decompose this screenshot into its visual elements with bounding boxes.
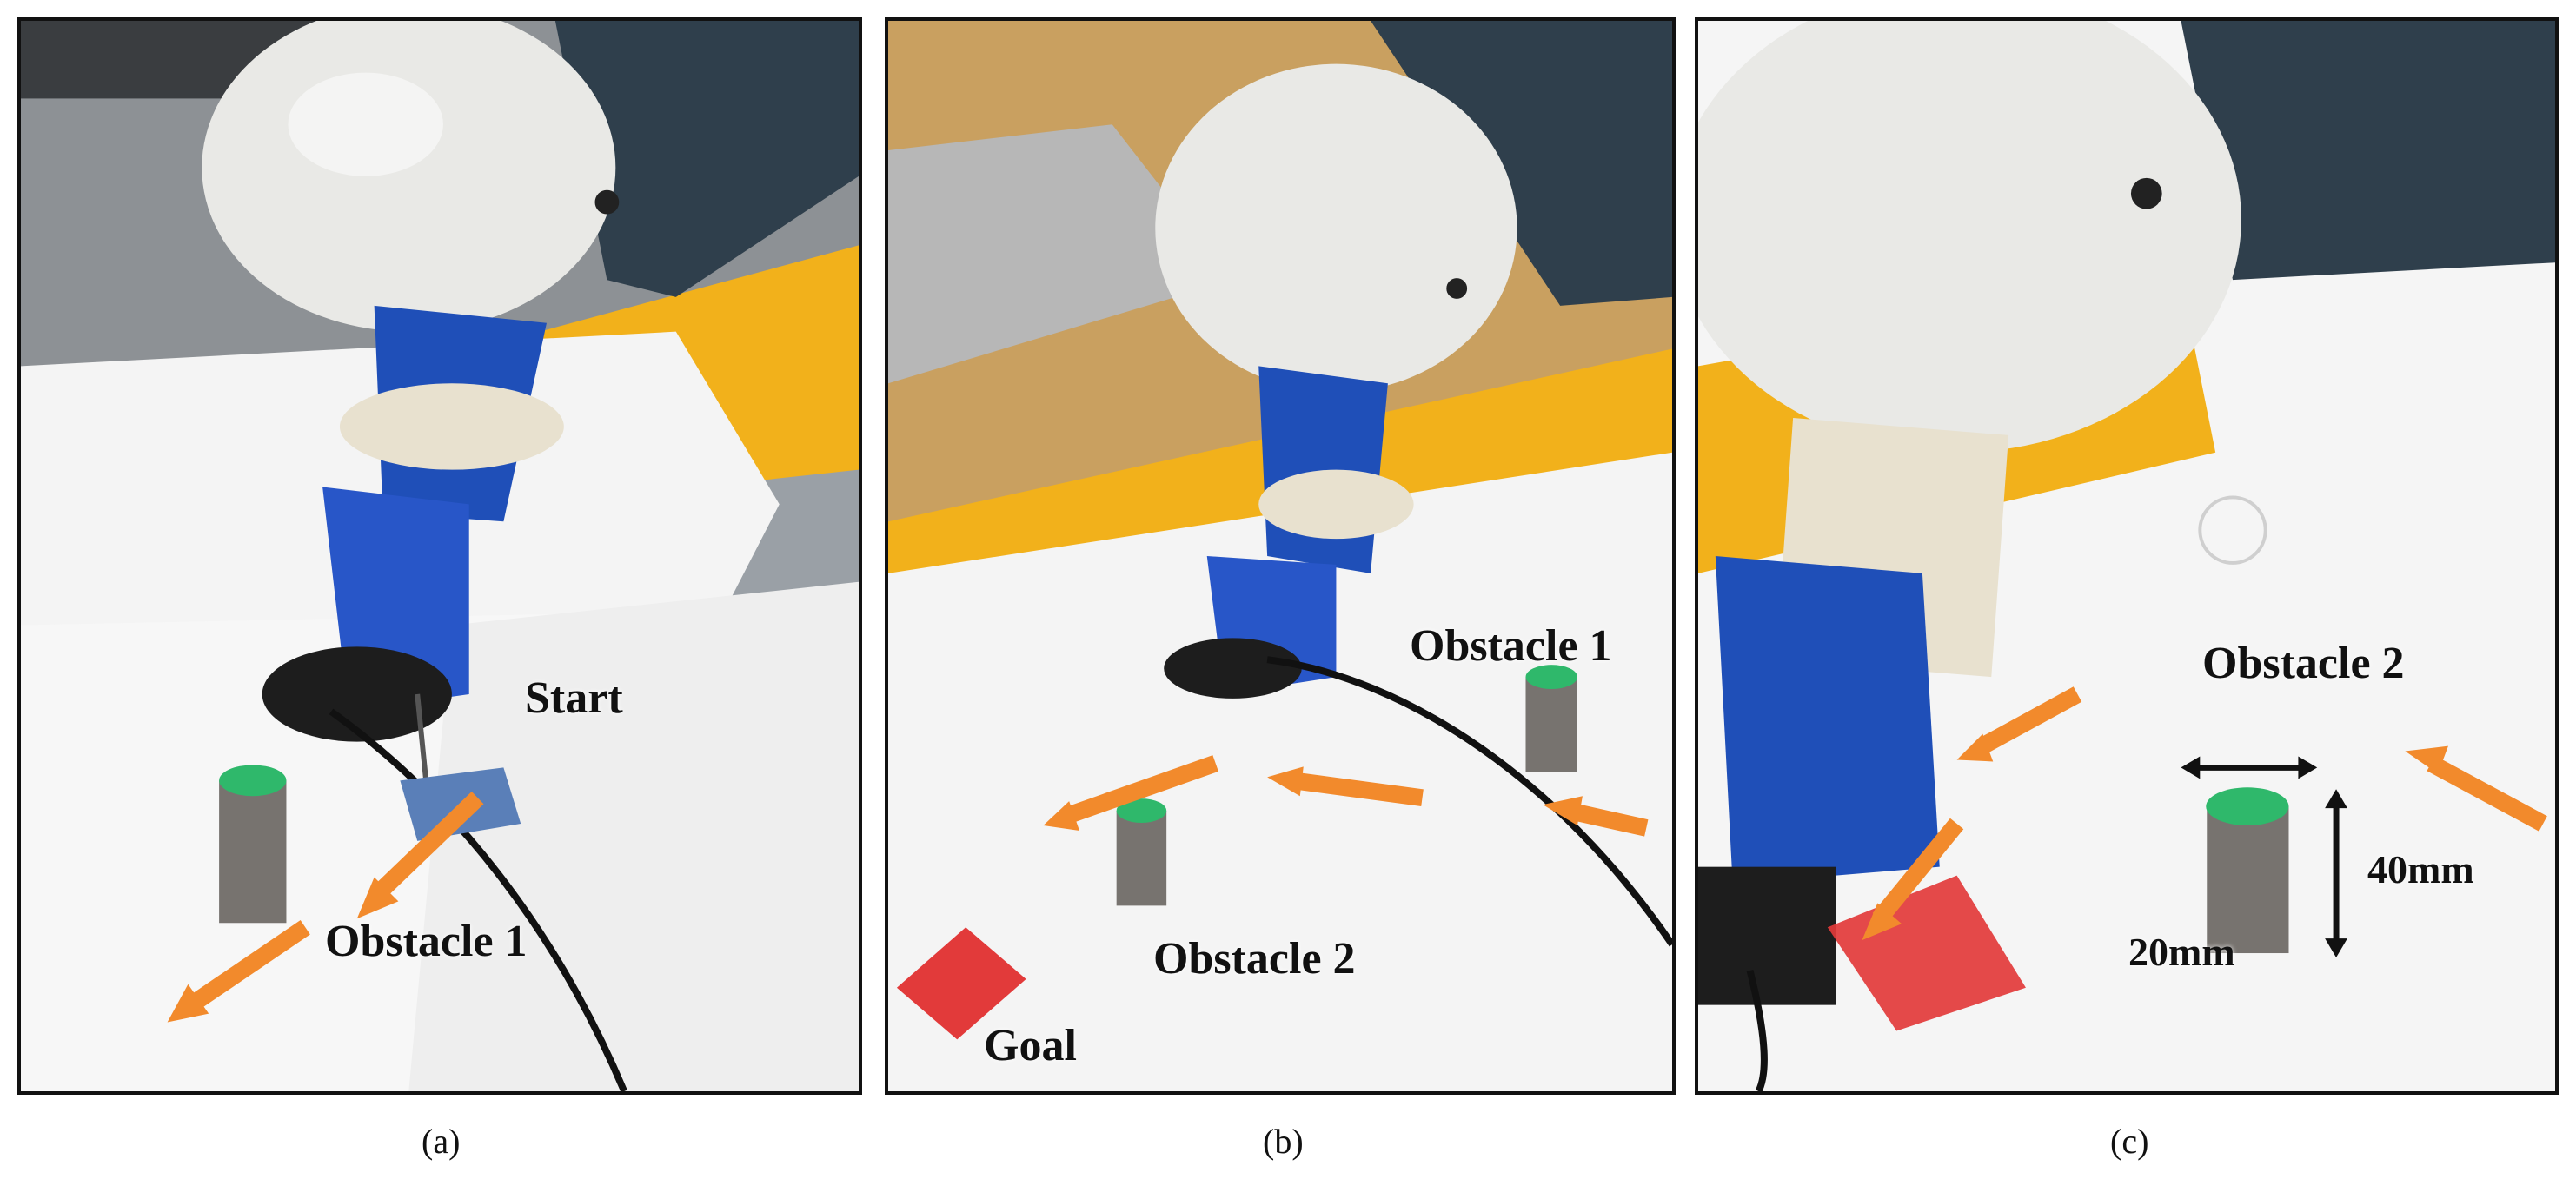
caption-b: (b) — [1263, 1122, 1304, 1161]
robot-scene-c — [1698, 21, 2555, 1091]
label-obstacle-1: Obstacle 1 — [325, 917, 528, 966]
photo-panel-c: Obstacle 2 40mm 20mm — [1695, 17, 2559, 1095]
label-40mm: 40mm — [2367, 847, 2474, 891]
photo-panel-a: Start Obstacle 1 — [17, 17, 862, 1095]
robot-scene-b — [888, 21, 1672, 1091]
caption-a: (a) — [422, 1122, 461, 1161]
robot-scene-a — [21, 21, 859, 1091]
photo-panel-b: Obstacle 1 Obstacle 2 Goal — [885, 17, 1676, 1095]
caption-c: (c) — [2110, 1122, 2149, 1161]
label-obstacle-2: Obstacle 2 — [2202, 639, 2405, 688]
label-obstacle-1: Obstacle 1 — [1410, 621, 1612, 671]
label-start: Start — [525, 673, 623, 723]
label-goal: Goal — [984, 1021, 1077, 1070]
label-20mm: 20mm — [2128, 930, 2235, 974]
label-obstacle-2: Obstacle 2 — [1153, 934, 1356, 984]
